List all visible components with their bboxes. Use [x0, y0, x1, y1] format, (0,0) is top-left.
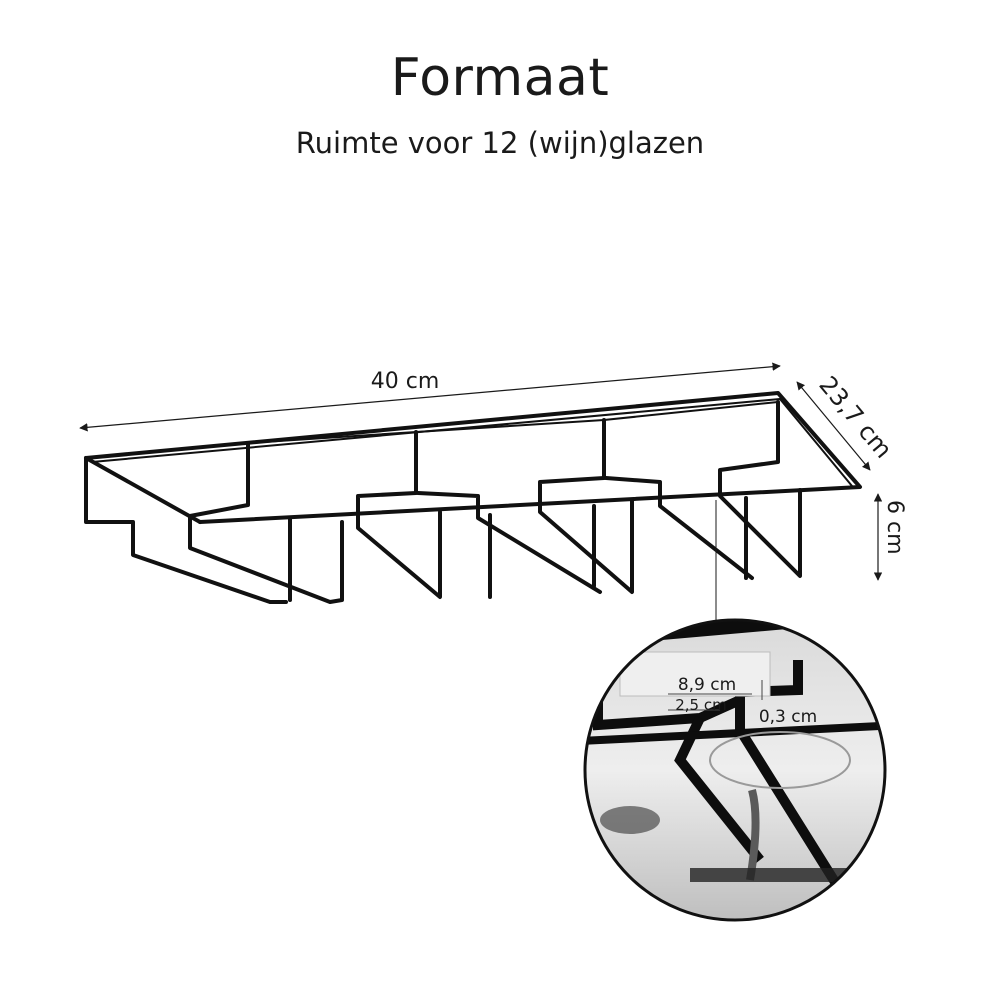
wine-rack	[84, 391, 862, 604]
length-label: 40 cm	[371, 369, 440, 394]
channel-3-b	[604, 476, 754, 580]
rack-frame-front	[84, 456, 202, 524]
rack-frame-back	[84, 391, 862, 524]
depth-dimension: 23,7 cm	[796, 371, 898, 471]
height-dimension: 6 cm	[873, 493, 907, 581]
channel-2-b	[416, 491, 602, 594]
page-subtitle: Ruimte voor 12 (wijn)glazen	[295, 126, 705, 160]
rail-1	[84, 456, 288, 604]
channel-3	[538, 418, 634, 594]
wire-thickness-label: 0,3 cm	[759, 707, 817, 727]
length-dimension: 40 cm	[79, 362, 781, 432]
slot-width-label: 8,9 cm	[678, 675, 736, 695]
inner-width-label: 2,5 cm	[675, 696, 726, 714]
height-label: 6 cm	[882, 500, 907, 555]
zoom-detail: 8,9 cm 2,5 cm 0,3 cm	[583, 618, 887, 922]
channel-2	[356, 430, 442, 599]
channel-1	[188, 441, 344, 604]
channel-4	[718, 400, 802, 578]
page-title: Formaat	[390, 48, 610, 108]
